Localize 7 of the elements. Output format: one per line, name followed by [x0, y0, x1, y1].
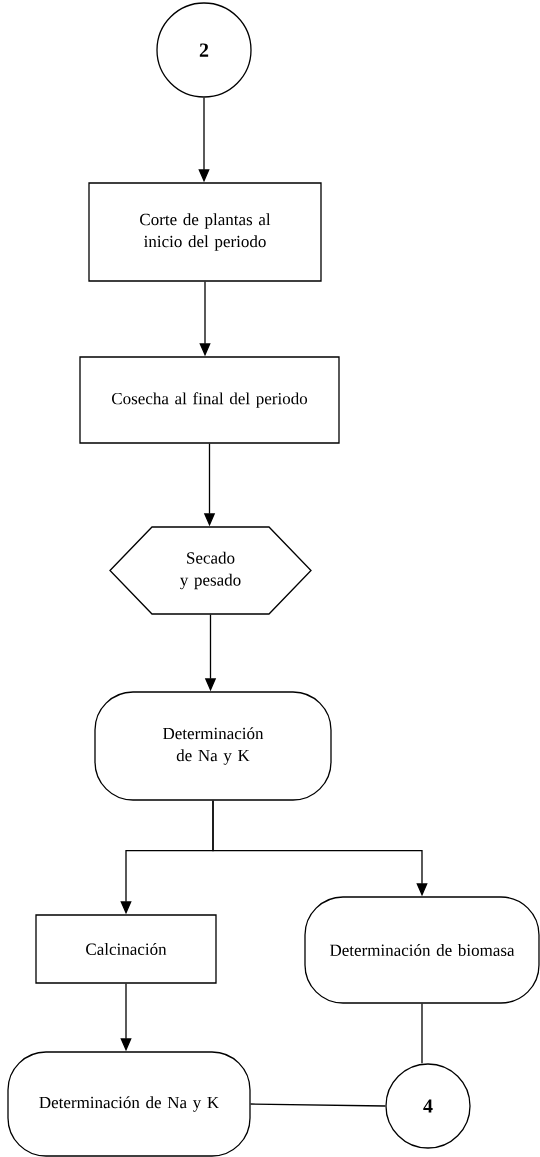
rounded-box: Determinación de Na y K: [94, 691, 332, 801]
process-box: Calcinación: [35, 914, 217, 984]
process-box: Corte de plantas al inicio del periodo: [88, 182, 322, 282]
process-box: Cosecha al final del periodo: [79, 356, 340, 444]
rounded-box: Determinación de biomasa: [304, 896, 540, 1004]
rounded-box: Determinación de Na y K: [7, 1051, 251, 1157]
hexagon-box: Secado y pesado: [109, 526, 312, 615]
